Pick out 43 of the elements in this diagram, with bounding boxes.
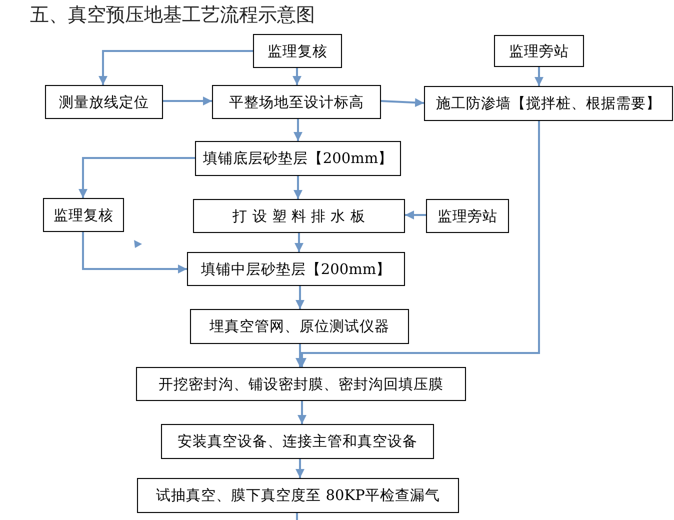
process-box [190,309,409,344]
arrow [294,176,302,199]
arrow [294,233,304,252]
diagram-title: 五、真空预压地基工艺流程示意图 [30,3,315,28]
box-text: 监理旁站 [509,42,569,60]
process-box [45,85,163,119]
arrow [296,459,304,478]
box-text: 监理旁站 [438,208,498,226]
box-text: 安装真空设备、连接主管和真空设备 [178,432,418,451]
box-text: 填铺底层砂垫层【200mm】 [202,150,394,168]
box-text: 平整场地至设计标高 [229,94,364,112]
arrow [380,98,424,108]
process-box [494,35,584,67]
box-text: 埋真空管网、原位测试仪器 [210,318,390,336]
process-box [187,252,405,286]
arrow [405,210,426,220]
arrow [82,232,187,274]
process-box [212,85,381,119]
process-box [424,86,673,121]
arrow [298,401,306,424]
process-box [137,478,459,513]
process-box [426,199,509,233]
box-text: 测量放线定位 [59,94,149,112]
arrow [534,67,544,86]
box-text: 填铺中层砂垫层【200mm】 [200,260,392,278]
box-text: 开挖密封沟、铺设密封膜、密封沟回填压膜 [158,376,444,394]
process-box [193,199,405,233]
process-box [136,367,466,401]
arrow [296,286,304,309]
arrow [78,157,195,198]
box-text: 打 设 塑 料 排 水 板 [232,208,366,226]
process-box [161,424,434,459]
arrow [98,50,253,85]
arrow [292,68,302,85]
box-text: 监理复核 [268,42,328,60]
box-text: 试抽真空、膜下真空度至 80KP平检查漏气 [156,486,440,505]
process-box [43,198,124,232]
process-box [253,34,342,68]
arrow [163,96,212,106]
box-text: 施工防渗墙【搅拌桩、根据需要】 [436,94,661,113]
arrow [294,119,302,141]
process-box [195,141,401,176]
box-text: 监理复核 [54,206,114,224]
